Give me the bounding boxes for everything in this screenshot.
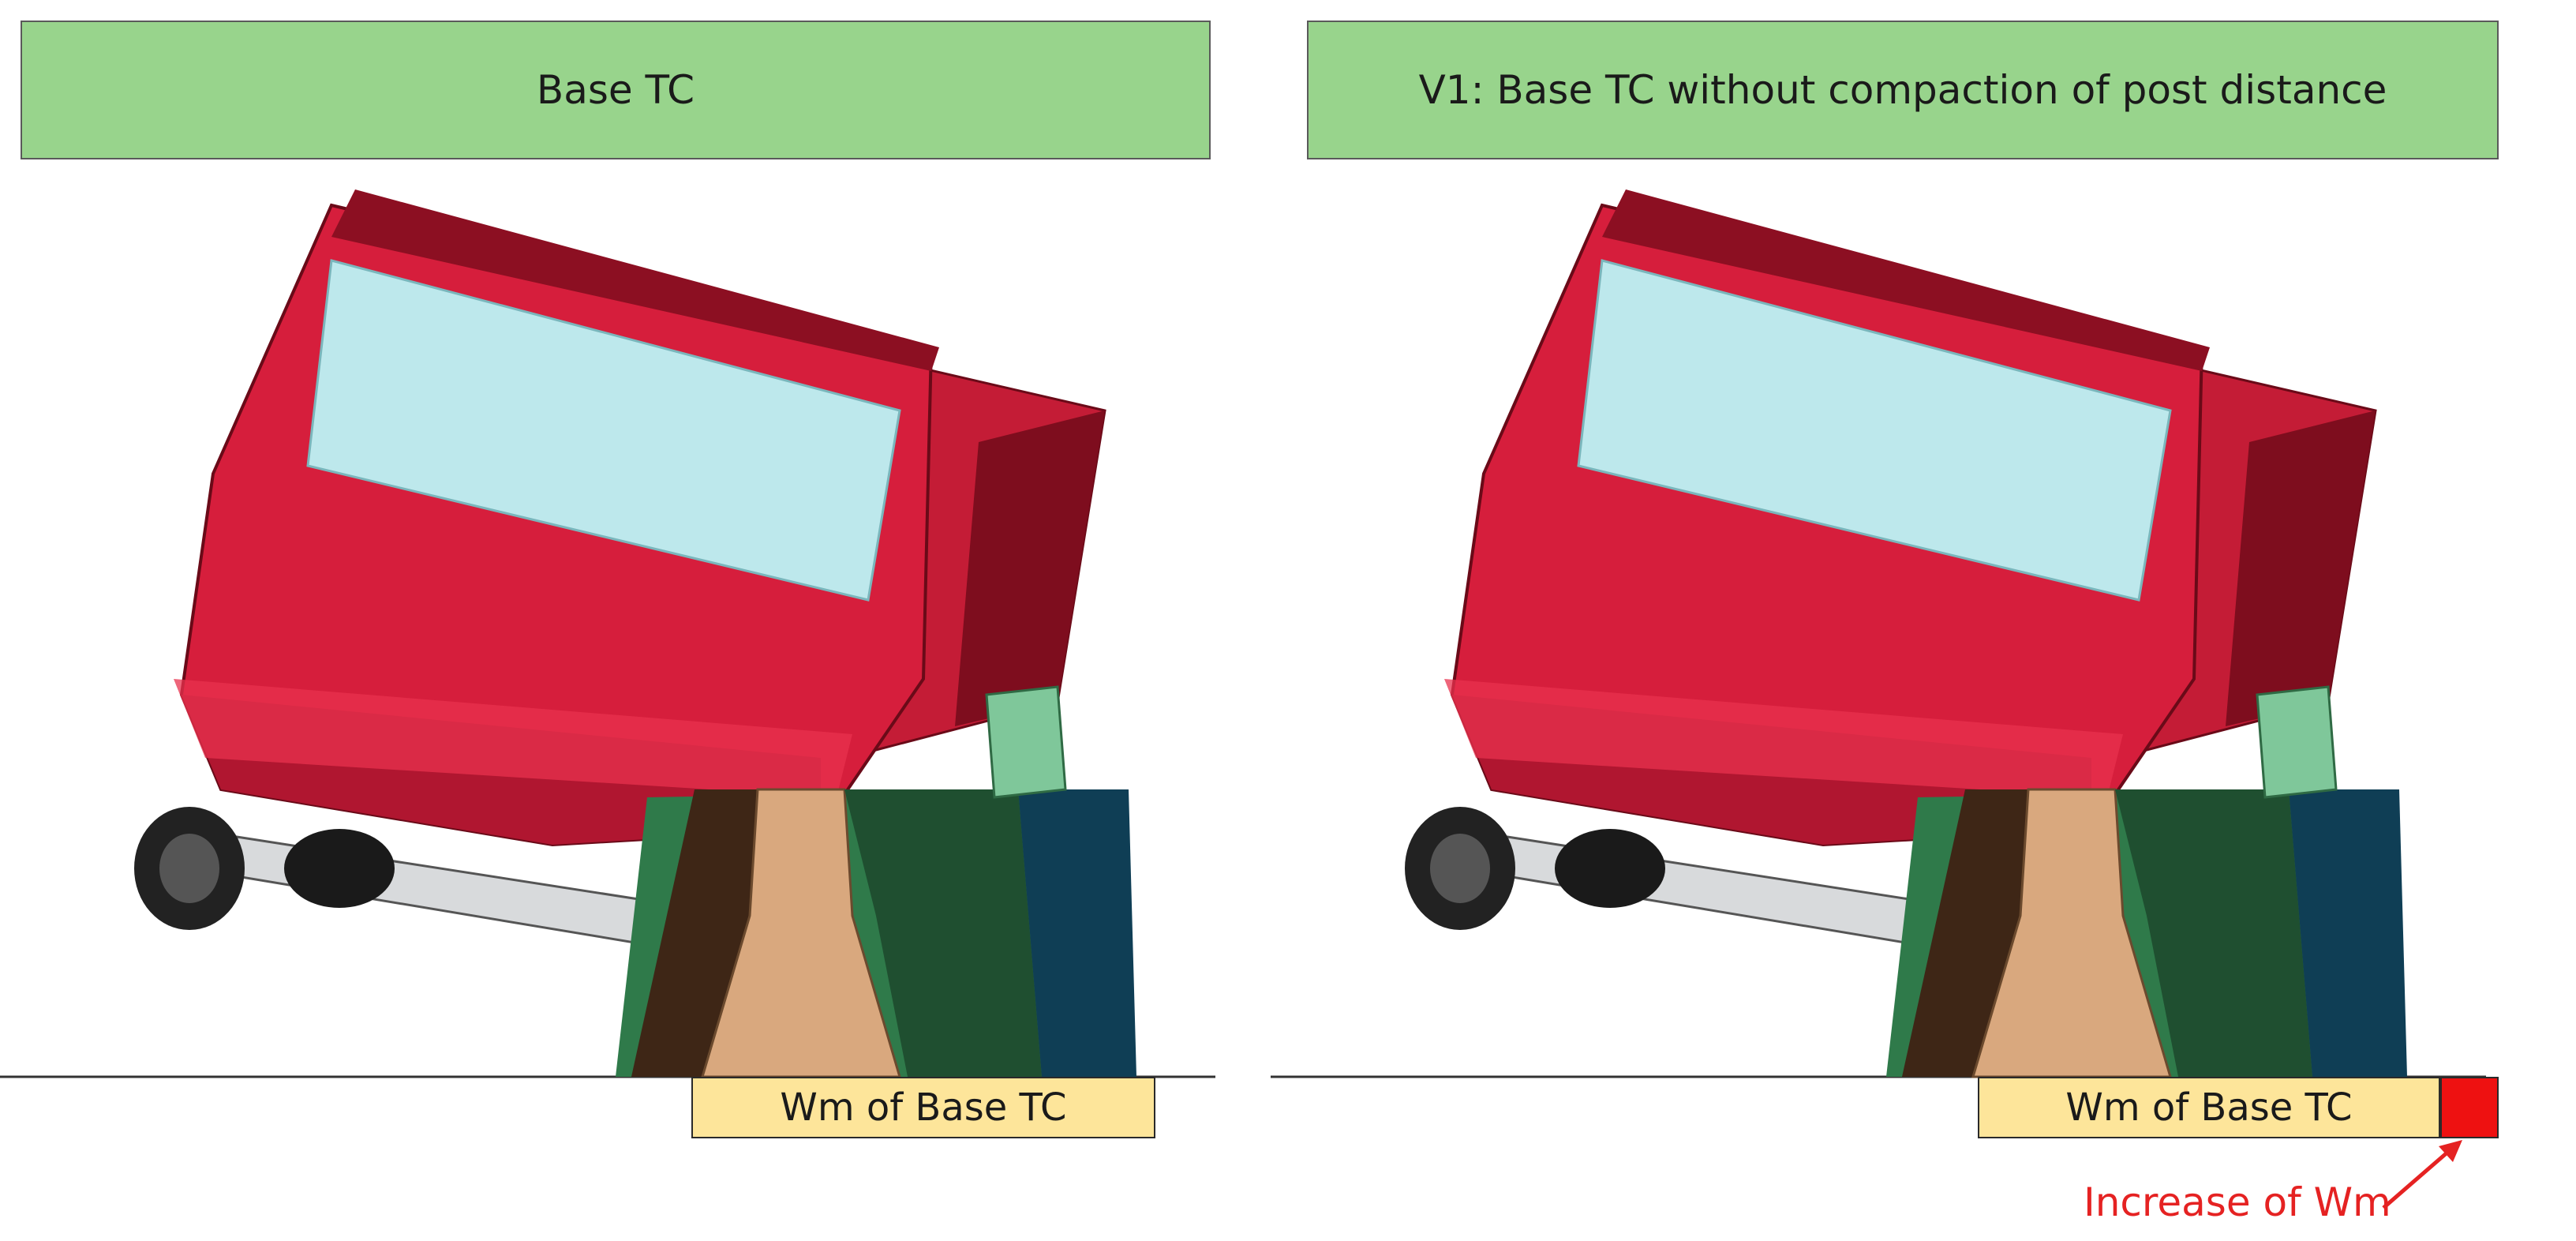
increase-arrow-line bbox=[2382, 1145, 2456, 1209]
left-wm-label: Wm of Base TC bbox=[691, 1077, 1155, 1138]
left-panel-title-text: Base TC bbox=[536, 67, 695, 113]
right-panel-title-text: V1: Base TC without compaction of post d… bbox=[1418, 67, 2387, 113]
increase-arrow-head bbox=[2439, 1140, 2462, 1162]
left-wm-label-text: Wm of Base TC bbox=[780, 1085, 1067, 1130]
right-wm-label: Wm of Base TC bbox=[1978, 1077, 2440, 1138]
increase-of-wm-label: Increase of Wm bbox=[2084, 1179, 2391, 1225]
right-wm-label-text: Wm of Base TC bbox=[2065, 1085, 2353, 1130]
right-panel-title: V1: Base TC without compaction of post d… bbox=[1307, 21, 2499, 159]
increase-of-wm-box bbox=[2440, 1077, 2499, 1138]
left-panel-title: Base TC bbox=[21, 21, 1211, 159]
